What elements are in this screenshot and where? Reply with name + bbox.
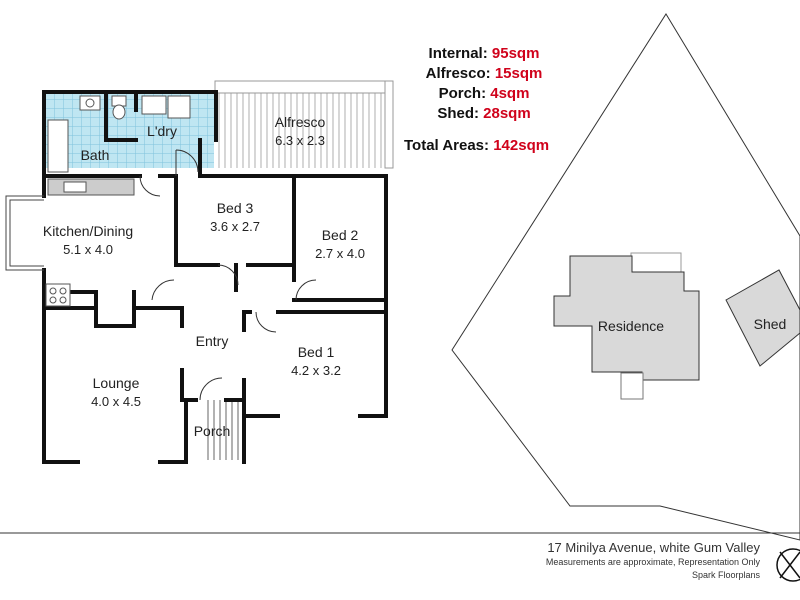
- washing-machine: [167, 95, 191, 119]
- kitchen-bench: [47, 178, 135, 196]
- bed1-dims: 4.2 x 3.2: [291, 363, 341, 378]
- alfresco-side: [384, 80, 394, 169]
- residence-steps: [620, 372, 644, 400]
- property-address: 17 Minilya Avenue, white Gum Valley: [547, 540, 760, 555]
- area-porch-value: 4sqm: [490, 85, 530, 102]
- area-alfresco-label: Alfresco:: [425, 65, 491, 82]
- kitchen-sink: [63, 181, 87, 193]
- area-internal-value: 95sqm: [491, 45, 540, 62]
- bed2-dims: 2.7 x 4.0: [315, 246, 365, 261]
- area-internal: Internal: 95sqm: [404, 44, 564, 64]
- entry-name: Entry: [196, 333, 229, 349]
- burner: [59, 287, 67, 295]
- area-porch-label: Porch:: [438, 85, 487, 102]
- residence-label: Residence: [598, 318, 664, 334]
- area-porch: Porch: 4sqm: [404, 84, 564, 104]
- brand-name: Spark Floorplans: [691, 570, 760, 580]
- bed3-dims: 3.6 x 2.7: [210, 219, 260, 234]
- burner: [49, 296, 57, 304]
- alfresco-name: Alfresco: [275, 114, 326, 130]
- alfresco-decking: [215, 93, 385, 168]
- area-shed-value: 28sqm: [483, 105, 531, 122]
- porch-name: Porch: [194, 423, 231, 439]
- area-alfresco-value: 15sqm: [494, 65, 543, 82]
- alfresco-dims: 6.3 x 2.3: [275, 133, 325, 148]
- alfresco-edge: [214, 80, 386, 94]
- laundry-trough: [141, 95, 167, 115]
- bed3-name: Bed 3: [217, 200, 254, 216]
- shed-building: [725, 269, 800, 367]
- site-plan: Residence Shed: [451, 13, 800, 541]
- bathtub: [47, 119, 69, 173]
- area-summary: Internal: 95sqm Alfresco: 15sqm Porch: 4…: [404, 44, 564, 156]
- fixtures: [45, 95, 191, 307]
- compass-icon: [776, 548, 800, 582]
- shed-label: Shed: [754, 316, 787, 332]
- area-internal-label: Internal:: [428, 45, 488, 62]
- kitchen-name: Kitchen/Dining: [43, 223, 133, 239]
- burner: [49, 287, 57, 295]
- floor-plan: Alfresco 6.3 x 2.3 Bath L'dry Kitchen/Di…: [5, 80, 394, 464]
- area-alfresco: Alfresco: 15sqm: [404, 64, 564, 84]
- doors: [139, 149, 317, 401]
- disclaimer: Measurements are approximate, Representa…: [545, 557, 760, 567]
- footer: 17 Minilya Avenue, white Gum Valley Meas…: [546, 540, 760, 580]
- area-shed: Shed: 28sqm: [404, 104, 564, 124]
- toilet-bowl: [112, 104, 126, 120]
- cooktop: [45, 283, 71, 307]
- area-total-value: 142sqm: [493, 137, 550, 154]
- walls: [42, 90, 388, 464]
- bath-name: Bath: [81, 147, 110, 163]
- laundry-name: L'dry: [147, 123, 177, 139]
- bed2-name: Bed 2: [322, 227, 359, 243]
- lounge-name: Lounge: [93, 375, 140, 391]
- area-total-label: Total Areas:: [404, 137, 490, 154]
- basin: [85, 98, 95, 108]
- porch-steps: [207, 400, 239, 460]
- burner: [59, 296, 67, 304]
- room-labels: Alfresco 6.3 x 2.3 Bath L'dry Kitchen/Di…: [43, 114, 365, 439]
- lounge-dims: 4.0 x 4.5: [91, 394, 141, 409]
- kitchen-dims: 5.1 x 4.0: [63, 242, 113, 257]
- area-total: Total Areas: 142sqm: [404, 136, 564, 156]
- kitchen-window: [5, 195, 44, 271]
- area-shed-label: Shed:: [437, 105, 479, 122]
- bed1-name: Bed 1: [298, 344, 335, 360]
